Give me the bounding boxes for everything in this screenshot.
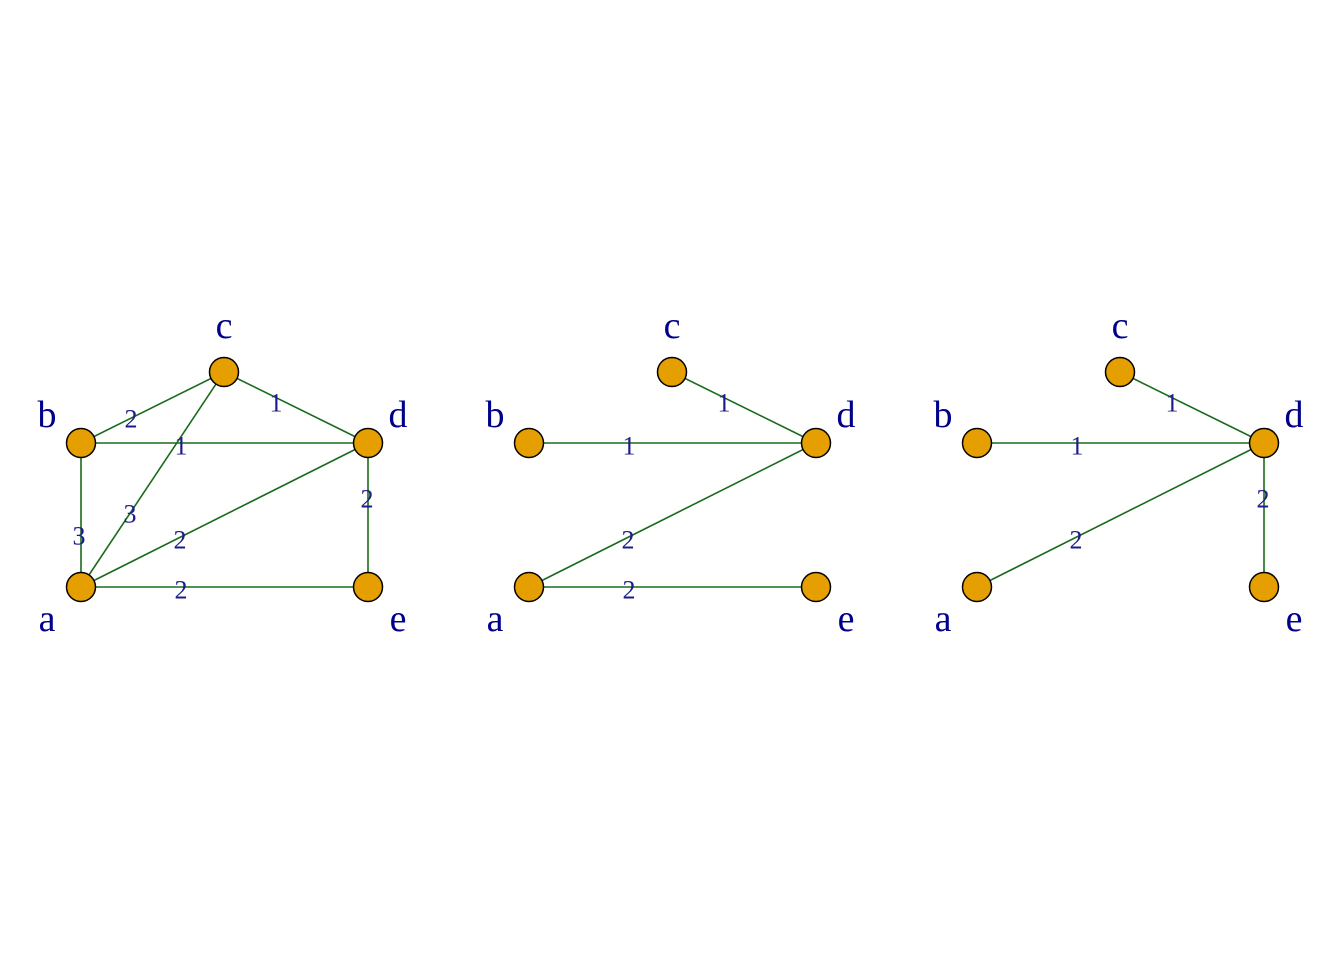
vertex-c	[656, 356, 688, 388]
edge-weight-b-d: 1	[175, 432, 188, 461]
vertex-b	[513, 427, 545, 459]
full-graph-panel: 2 1 1 3 3 2 2 2 a b c d e	[38, 305, 408, 640]
edge-c-d	[1119, 371, 1265, 444]
vertex-label-c: c	[216, 305, 233, 347]
edge-a-c	[80, 371, 225, 588]
vertex-d	[1248, 427, 1280, 459]
edge-a-d	[976, 442, 1265, 588]
edge-weight-d-e: 2	[361, 485, 374, 514]
vertex-c	[208, 356, 240, 388]
vertex-label-a: a	[487, 598, 504, 640]
vertex-e	[352, 571, 384, 603]
vertex-label-a: a	[39, 598, 56, 640]
vertex-label-b: b	[486, 394, 505, 436]
edge-weight-b-c: 2	[125, 405, 138, 434]
edge-b-c	[80, 371, 225, 444]
vertex-label-b: b	[934, 394, 953, 436]
vertex-label-e: e	[838, 598, 855, 640]
edge-weight-a-c: 3	[124, 500, 137, 529]
edge-weight-c-d: 1	[270, 389, 283, 418]
vertex-label-e: e	[390, 598, 407, 640]
spanning-tree-2-panel: 1 1 2 2 a b c d e	[934, 305, 1304, 640]
spanning-tree-1-panel: 1 1 2 2 a b c d e	[486, 305, 856, 640]
edge-a-d	[528, 442, 817, 588]
vertex-label-c: c	[1112, 305, 1129, 347]
vertex-label-e: e	[1286, 598, 1303, 640]
vertex-label-d: d	[389, 394, 408, 436]
edge-weight-a-d: 2	[622, 526, 635, 555]
edge-weight-b-d: 1	[1071, 432, 1084, 461]
vertex-a	[65, 571, 97, 603]
edge-weight-a-d: 2	[1070, 526, 1083, 555]
edge-c-d	[671, 371, 817, 444]
vertex-label-b: b	[38, 394, 57, 436]
vertex-b	[961, 427, 993, 459]
vertex-label-d: d	[837, 394, 856, 436]
vertex-label-c: c	[664, 305, 681, 347]
edge-weight-a-d: 2	[174, 526, 187, 555]
edge-weight-a-e: 2	[623, 576, 636, 605]
vertex-e	[800, 571, 832, 603]
vertex-d	[800, 427, 832, 459]
edge-weight-b-d: 1	[623, 432, 636, 461]
edge-a-d	[80, 442, 369, 588]
edge-weight-c-d: 1	[1166, 389, 1179, 418]
edge-c-d	[223, 371, 369, 444]
vertex-a	[513, 571, 545, 603]
edge-weight-a-e: 2	[175, 576, 188, 605]
vertex-e	[1248, 571, 1280, 603]
edge-weight-c-d: 1	[718, 389, 731, 418]
vertex-label-d: d	[1285, 394, 1304, 436]
vertex-d	[352, 427, 384, 459]
edge-weight-d-e: 2	[1257, 485, 1270, 514]
vertex-label-a: a	[935, 598, 952, 640]
vertex-c	[1104, 356, 1136, 388]
vertex-b	[65, 427, 97, 459]
vertex-a	[961, 571, 993, 603]
edge-weight-a-b: 3	[73, 522, 86, 551]
